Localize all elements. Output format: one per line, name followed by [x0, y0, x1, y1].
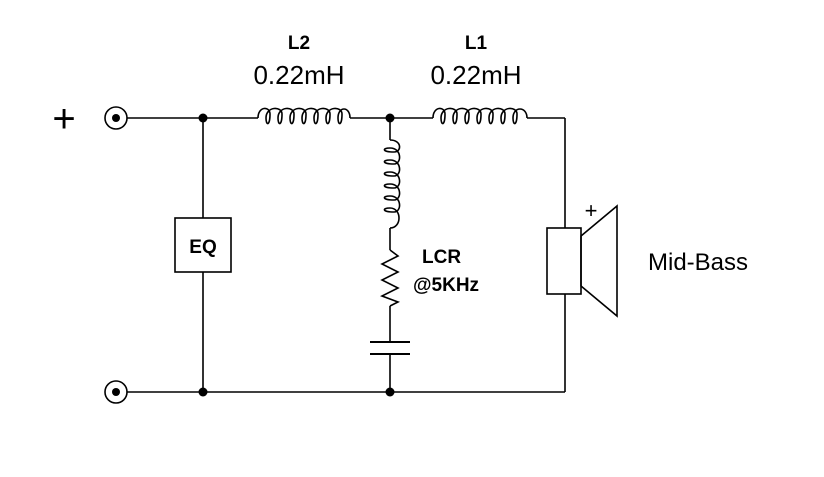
junction-dot: [385, 387, 395, 397]
junction-dot: [198, 387, 208, 397]
resistor-lcr: [380, 249, 400, 307]
junction-dot: [198, 113, 208, 123]
l1-value: 0.22mH: [430, 60, 521, 90]
lcr-frequency: @5KHz: [413, 275, 479, 296]
junction-dot: [385, 113, 395, 123]
lcr-label: LCR: [422, 247, 461, 268]
l2-value: 0.22mH: [253, 60, 344, 90]
speaker-label: Mid-Bass: [648, 249, 748, 276]
input-terminal-negative: [104, 380, 128, 404]
l1-designator: L1: [465, 33, 488, 54]
inductor-l2: [257, 107, 351, 125]
inductor-lcr: [383, 139, 401, 229]
inductor-l1: [432, 107, 528, 125]
speaker-icon: [546, 204, 618, 318]
eq-label: EQ: [189, 237, 216, 258]
speaker-polarity-plus: +: [585, 198, 598, 223]
eq-box: [174, 217, 232, 273]
capacitor-lcr: [370, 341, 410, 355]
input-terminal-positive: [104, 106, 128, 130]
input-polarity-plus: +: [52, 97, 75, 141]
l2-designator: L2: [288, 33, 310, 54]
